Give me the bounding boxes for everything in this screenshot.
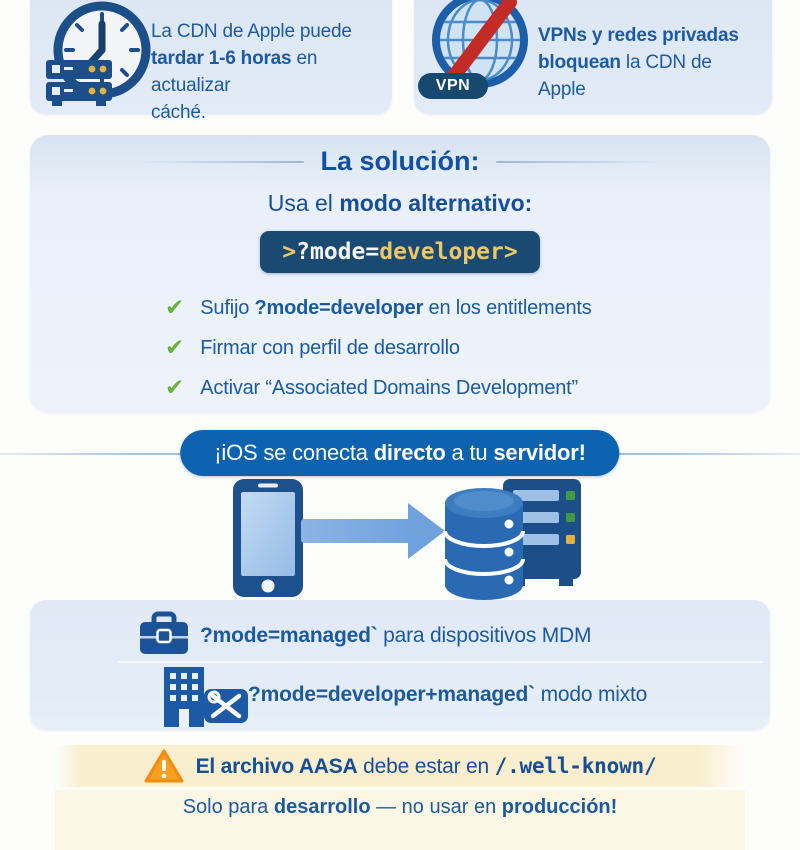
- solution-subtitle: Usa el modo alternativo:: [267, 190, 533, 216]
- vpn-badge: VPN: [418, 73, 488, 99]
- red-slash: [441, 0, 517, 91]
- title-rule-left: [136, 160, 305, 163]
- title-rule-right: [495, 160, 664, 163]
- footer-band: Solo para desarrollo — no usar en produc…: [55, 790, 745, 850]
- phone-icon: [233, 479, 303, 597]
- building-tools-icon: [164, 667, 248, 727]
- checklist-item: ✔ Activar “Associated Domains Developmen…: [165, 375, 578, 401]
- arrow-shaft: [301, 519, 413, 543]
- arrow-right-icon: [408, 503, 445, 559]
- checklist-item: ✔ Firmar con perfil de desarrollo: [165, 335, 460, 361]
- briefcase-icon: [140, 611, 188, 654]
- vpn-block-text: VPNs y redes privadas bloquean la CDN de…: [538, 25, 739, 100]
- aasa-warning-band: El archivo AASA debe estar en /.well-kno…: [55, 745, 745, 787]
- mode-mixed-text: ?mode=developer+managed` modo mixto: [248, 683, 648, 706]
- footer-text: Solo para desarrollo — no usar en produc…: [182, 796, 618, 818]
- direct-connection-banner: ¡iOS se conecta directo a tu servidor!: [180, 430, 620, 476]
- solution-card: La solución: Usa el modo alternativo: >?…: [30, 135, 770, 412]
- check-icon: ✔: [165, 335, 185, 361]
- warning-triangle-icon: [144, 749, 184, 783]
- mode-managed-text: ?mode=managed` para dispositivos MDM: [200, 624, 592, 647]
- solution-title-row: La solución:: [30, 135, 770, 177]
- server-rack-subicon: [46, 60, 112, 106]
- database-cylinder-subicon: [443, 488, 525, 600]
- check-icon: ✔: [165, 295, 185, 321]
- modes-divider: [118, 661, 763, 663]
- solution-checklist: ✔ Sufijo ?mode=developer en los entitlem…: [165, 295, 770, 401]
- check-icon: ✔: [165, 375, 185, 401]
- database-server-icon: [443, 479, 581, 600]
- cdn-delay-card: La CDN de Apple puede tardar 1-6 horas e…: [30, 0, 392, 123]
- modes-card: ?mode=managed` para dispositivos MDM ?mo…: [30, 600, 770, 730]
- mode-developer-code-box: >?mode=developer>: [260, 231, 540, 273]
- aasa-warning-text: El archivo AASA debe estar en /.well-kno…: [195, 753, 657, 778]
- clock-server-icon: [46, 1, 151, 106]
- solution-title: La solución:: [320, 146, 480, 176]
- checklist-item: ✔ Sufijo ?mode=developer en los entitlem…: [165, 295, 592, 321]
- cdn-delay-text: La CDN de Apple puede tardar 1-6 horas e…: [151, 21, 352, 123]
- vpn-block-card: VPN VPNs y redes privadas bloquean la CD…: [414, 0, 772, 114]
